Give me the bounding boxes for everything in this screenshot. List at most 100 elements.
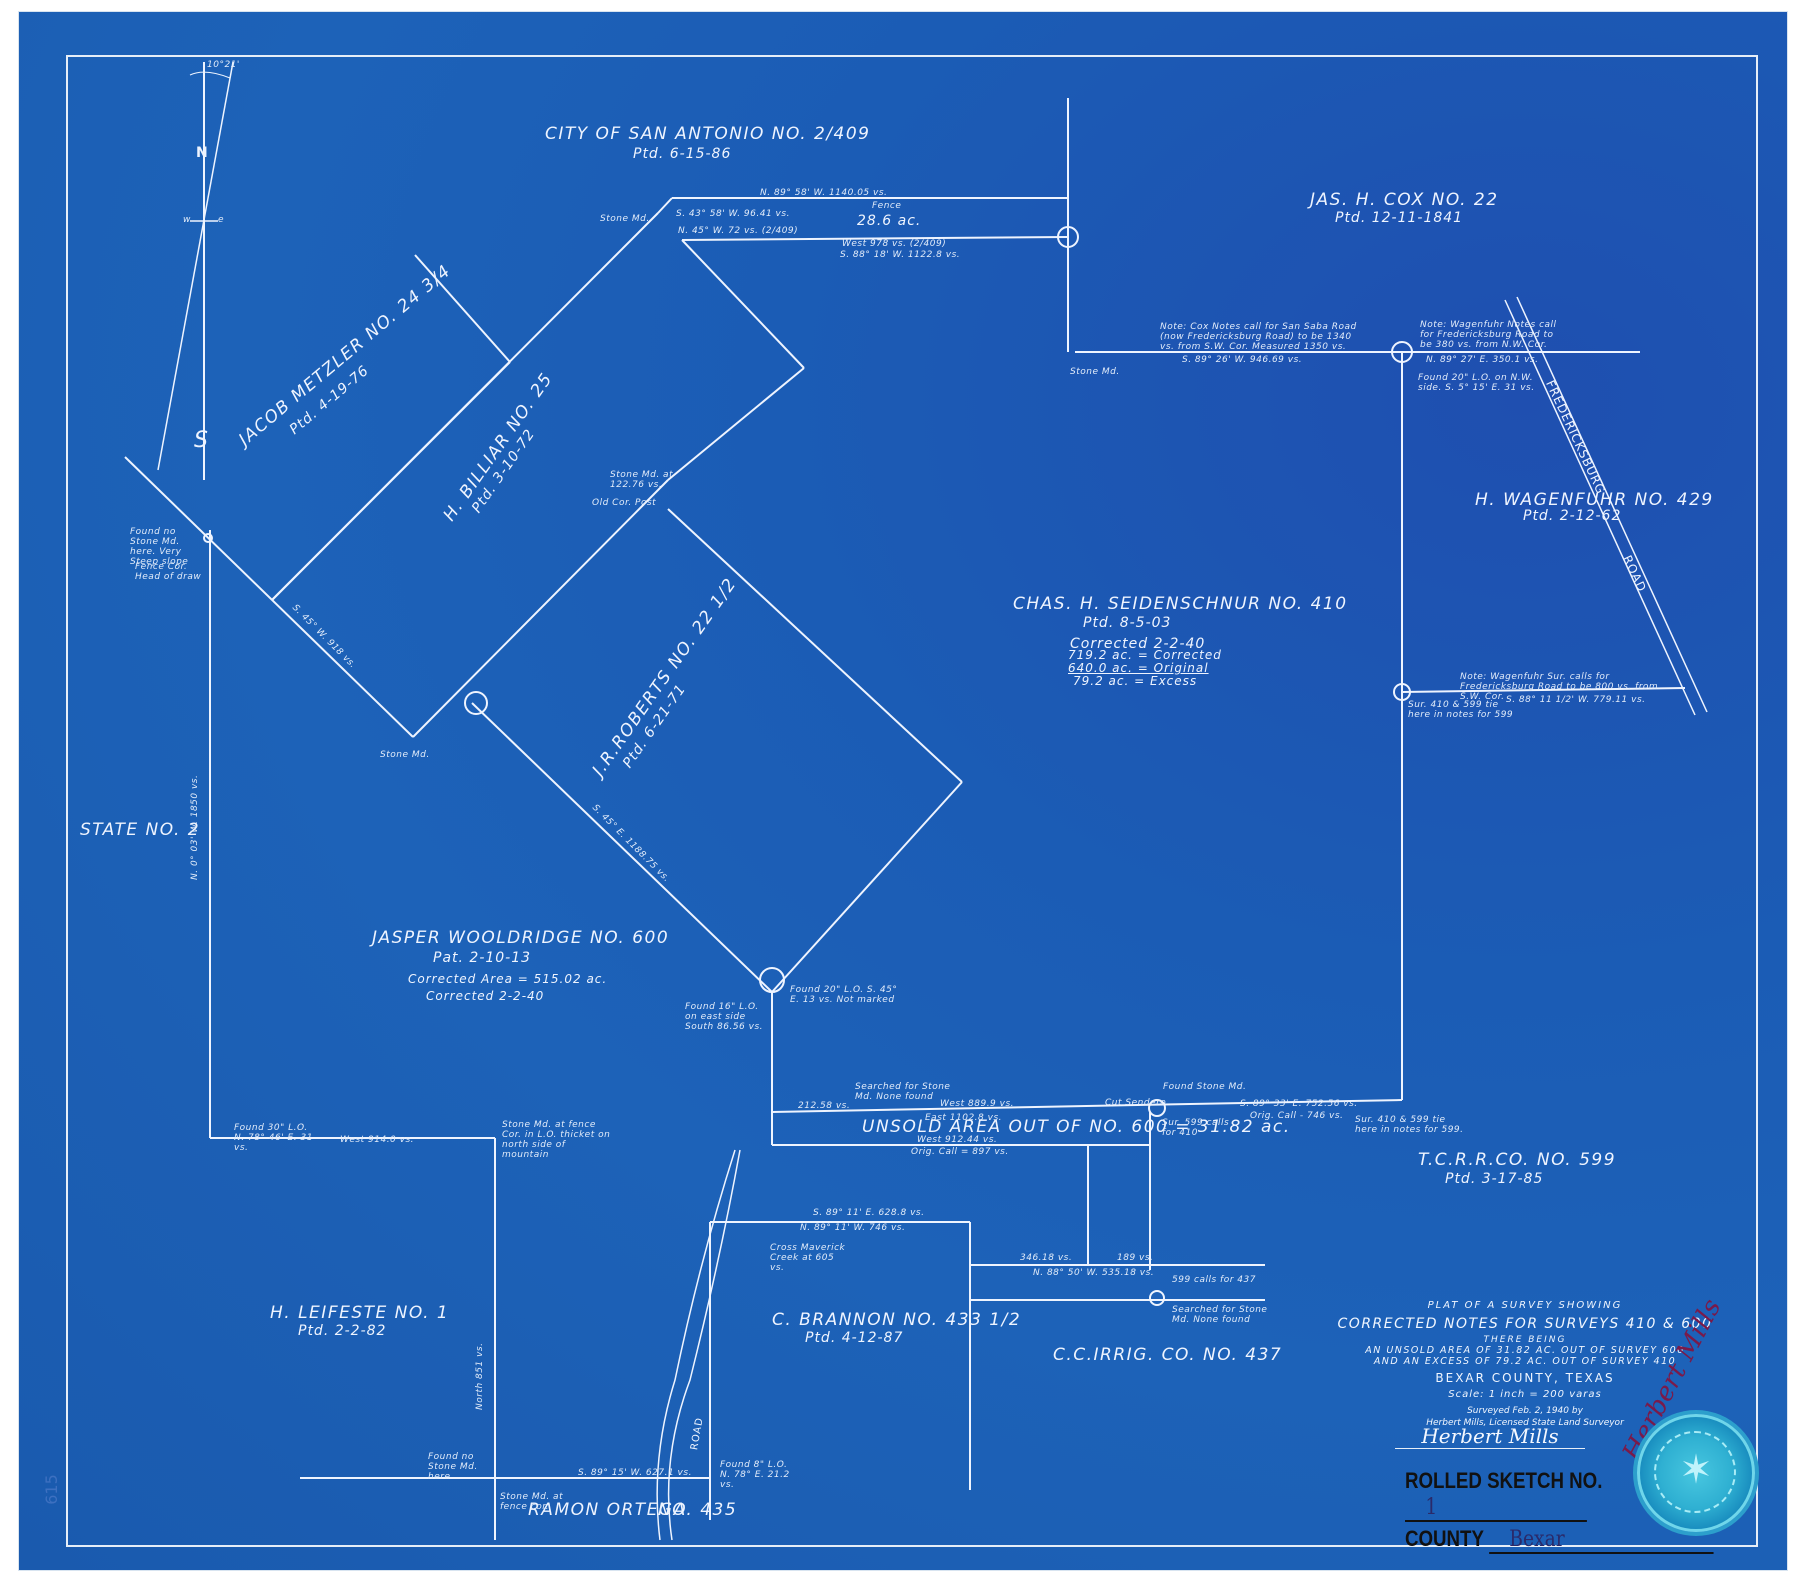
wagenfuhr-note-2: Note: Wagenfuhr Sur. calls for Frederick… — [1460, 672, 1659, 702]
stone-md-label-2: Stone Md. — [1070, 367, 1120, 377]
found-16-lo-note: Found 16" L.O. on east side South 86.56 … — [685, 1002, 764, 1032]
sur-599-calls-410: Sur. 599 calls for 410 — [1162, 1118, 1230, 1138]
bearing-s88-1122: S. 88° 18' W. 1122.8 vs. — [840, 250, 961, 260]
bearing-n45-72: N. 45° W. 72 vs. (2/409) — [678, 226, 799, 236]
distance-212: 212.58 vs. — [798, 1101, 851, 1111]
bearing-west-912: West 912.44 vs. — [917, 1135, 998, 1145]
wooldridge-corrected: Corrected 2-2-40 — [426, 989, 545, 1003]
survey-label-brannon: C. BRANNON NO. 433 1/2 — [772, 1310, 1022, 1330]
bearing-s88-779: S. 88° 11 1/2' W. 779.11 vs. — [1506, 695, 1646, 705]
survey-label-seidenschnur: CHAS. H. SEIDENSCHNUR NO. 410 — [1013, 594, 1348, 614]
seidenschnur-area-excess: 79.2 ac. = Excess — [1073, 674, 1198, 688]
wagenfuhr-note: Note: Wagenfuhr Notes call for Frederick… — [1420, 320, 1557, 350]
bearing-north-851: North 851 vs. — [475, 1342, 485, 1410]
found-stone-md-label: Found Stone Md. — [1163, 1082, 1247, 1092]
survey-patent-san-antonio: Ptd. 6-15-86 — [633, 146, 732, 162]
cox-note: Note: Cox Notes call for San Saba Road (… — [1160, 322, 1357, 352]
found-20-lo-note: Found 20" L.O. on N.W. side. S. 5° 15' E… — [1418, 373, 1535, 393]
seal-ring — [1654, 1431, 1736, 1513]
fence-cor-note: Fence Cor. Head of draw — [135, 562, 202, 582]
cross-maverick-note: Cross Maverick Creek at 605 vs. — [770, 1243, 846, 1273]
compass-east-label: e — [218, 215, 225, 225]
searched-none-note: Searched for Stone Md. None found — [855, 1082, 951, 1102]
found-30-lo-note: Found 30" L.O. N. 78° 46' E. 31 vs. — [234, 1123, 313, 1153]
old-cor-post-label: Old Cor. Post — [592, 498, 657, 508]
stone-md-fence-note: Stone Md. at fence cor. — [500, 1492, 564, 1512]
sur-410-599-note: Sur. 410 & 599 tie here in notes for 599 — [1408, 700, 1514, 720]
survey-patent-seidenschnur: Ptd. 8-5-03 — [1083, 615, 1172, 631]
survey-patent-tcrr: Ptd. 3-17-85 — [1445, 1171, 1544, 1187]
bearing-s89-627: S. 89° 15' W. 627.1 vs. — [578, 1468, 692, 1478]
distance-189: 189 vs. — [1117, 1253, 1154, 1263]
cut-sendero-label: Cut Sendero — [1105, 1098, 1167, 1108]
rolled-sketch-number: 1 — [1405, 1495, 1587, 1522]
compass-north-label: N — [196, 145, 209, 161]
title-surveyed: Surveyed Feb. 2, 1940 by — [1467, 1406, 1583, 1416]
title-line-2: CORRECTED NOTES FOR SURVEYS 410 & 600 — [1337, 1316, 1713, 1332]
map-border — [66, 55, 1758, 1547]
title-scale: Scale: 1 inch = 200 varas — [1448, 1389, 1602, 1400]
found-no-stone-note-2: Found no Stone Md. here — [428, 1452, 478, 1482]
fence-note: Fence — [872, 201, 902, 211]
compass-declination: 10°21' — [207, 60, 240, 70]
survey-label-wagenfuhr: H. WAGENFUHR NO. 429 — [1475, 490, 1714, 510]
bearing-s89-946: S. 89° 26' W. 946.69 vs. — [1182, 355, 1303, 365]
bearing-n89-350: N. 89° 27' E. 350.1 vs. — [1426, 355, 1539, 365]
bearing-n89-1140: N. 89° 58' W. 1140.05 vs. — [760, 188, 888, 198]
survey-label-irrig: C.C.IRRIG. CO. NO. 437 — [1053, 1345, 1283, 1365]
survey-label-ortega: RAMON ORTEGA — [528, 1500, 687, 1520]
seidenschnur-area-original: 640.0 ac. = Original — [1068, 661, 1209, 675]
sur-410-599-note-2: Sur. 410 & 599 tie here in notes for 599… — [1355, 1115, 1464, 1135]
survey-label-state: STATE NO. 2 — [80, 820, 201, 840]
bearing-s89e-628: S. 89° 11' E. 628.8 vs. — [813, 1208, 925, 1218]
title-county: BEXAR COUNTY, TEXAS — [1435, 1371, 1615, 1385]
bearing-n88-535: N. 88° 50' W. 535.18 vs. — [1033, 1268, 1155, 1278]
wooldridge-corrected-area: Corrected Area = 515.02 ac. — [408, 972, 608, 986]
compass-south-label: S — [194, 428, 209, 453]
bearing-west-889: West 889.9 vs. — [940, 1099, 1015, 1109]
distance-346: 346.18 vs. — [1020, 1253, 1073, 1263]
survey-patent-leifeste: Ptd. 2-2-82 — [298, 1323, 387, 1339]
blueprint-sheet — [18, 11, 1788, 1571]
bearing-east-1102: East 1102.8 vs. — [925, 1113, 1003, 1123]
stone-md-label: Stone Md. — [600, 214, 650, 224]
compass-west-label: w — [183, 215, 191, 225]
found-8-lo-note: Found 8" L.O. N. 78° E. 21.2 vs. — [720, 1460, 790, 1490]
bearing-west-978: West 978 vs. (2/409) — [842, 239, 947, 249]
margin-mark: 615 — [41, 1474, 61, 1505]
survey-label-tcrr: T.C.R.R.CO. NO. 599 — [1418, 1150, 1617, 1170]
bearing-n89w-746: N. 89° 11' W. 746 vs. — [800, 1223, 906, 1233]
stone-md-122-label: Stone Md. at 122.76 vs. — [610, 470, 674, 490]
searched-none-note-2: Searched for Stone Md. None found — [1172, 1305, 1268, 1325]
title-line-4: AN UNSOLD AREA OF 31.82 AC. OUT OF SURVE… — [1365, 1345, 1685, 1356]
stone-fence-cor-note: Stone Md. at fence Cor. in L.O. thicket … — [502, 1120, 611, 1160]
seidenschnur-corrected: Corrected 2-2-40 — [1070, 636, 1206, 652]
orig-call-746: Orig. Call - 746 vs. — [1250, 1111, 1344, 1121]
survey-label-cox: JAS. H. COX NO. 22 — [1310, 190, 1499, 210]
rolled-sketch-label: ROLLED SKETCH NO. — [1405, 1468, 1603, 1493]
survey-label-wooldridge: JASPER WOOLDRIDGE NO. 600 — [372, 928, 670, 948]
bearing-north-1850: N. 0° 03' W. 1850 vs. — [190, 774, 200, 880]
rolled-sketch-stamp: ROLLED SKETCH NO. 1 COUNTY Bexar — [1405, 1468, 1741, 1554]
bearing-s89-752: S. 89° 33' E. 752.56 vs. — [1240, 1099, 1358, 1109]
survey-patent-brannon: Ptd. 4-12-87 — [805, 1330, 904, 1346]
title-line-1: PLAT OF A SURVEY SHOWING — [1427, 1300, 1623, 1311]
bearing-west-914: West 914.0 vs. — [340, 1135, 415, 1145]
title-block: PLAT OF A SURVEY SHOWING CORRECTED NOTES… — [1335, 1300, 1715, 1449]
county-stamp-value: Bexar — [1488, 1527, 1714, 1554]
county-stamp-label: COUNTY — [1405, 1526, 1484, 1551]
stone-md-label-3: Stone Md. — [380, 750, 430, 760]
surveyor-name: Herbert Mills, Licensed State Land Surve… — [1426, 1418, 1624, 1428]
found-20-not-marked: Found 20" L.O. S. 45° E. 13 vs. Not mark… — [790, 985, 898, 1005]
survey-patent-cox: Ptd. 12-11-1841 — [1335, 210, 1464, 226]
surveyor-signature: Herbert Mills — [1395, 1424, 1585, 1449]
unsold-area-label: UNSOLD AREA OUT OF NO. 600 = 31.82 ac. — [862, 1117, 1291, 1137]
survey-patent-wooldridge: Pat. 2-10-13 — [433, 950, 532, 966]
title-line-3: THERE BEING — [1483, 1335, 1567, 1345]
title-line-5: AND AN EXCESS OF 79.2 AC. OUT OF SURVEY … — [1373, 1356, 1677, 1367]
survey-number-ortega: NO. 435 — [658, 1500, 738, 1520]
survey-label-san-antonio: CITY OF SAN ANTONIO NO. 2/409 — [545, 124, 871, 144]
bearing-s43-96: S. 43° 58' W. 96.41 vs. — [676, 209, 790, 219]
area-28-6: 28.6 ac. — [857, 213, 922, 229]
found-no-stone-note: Found no Stone Md. here. Very Steep slop… — [130, 527, 189, 567]
